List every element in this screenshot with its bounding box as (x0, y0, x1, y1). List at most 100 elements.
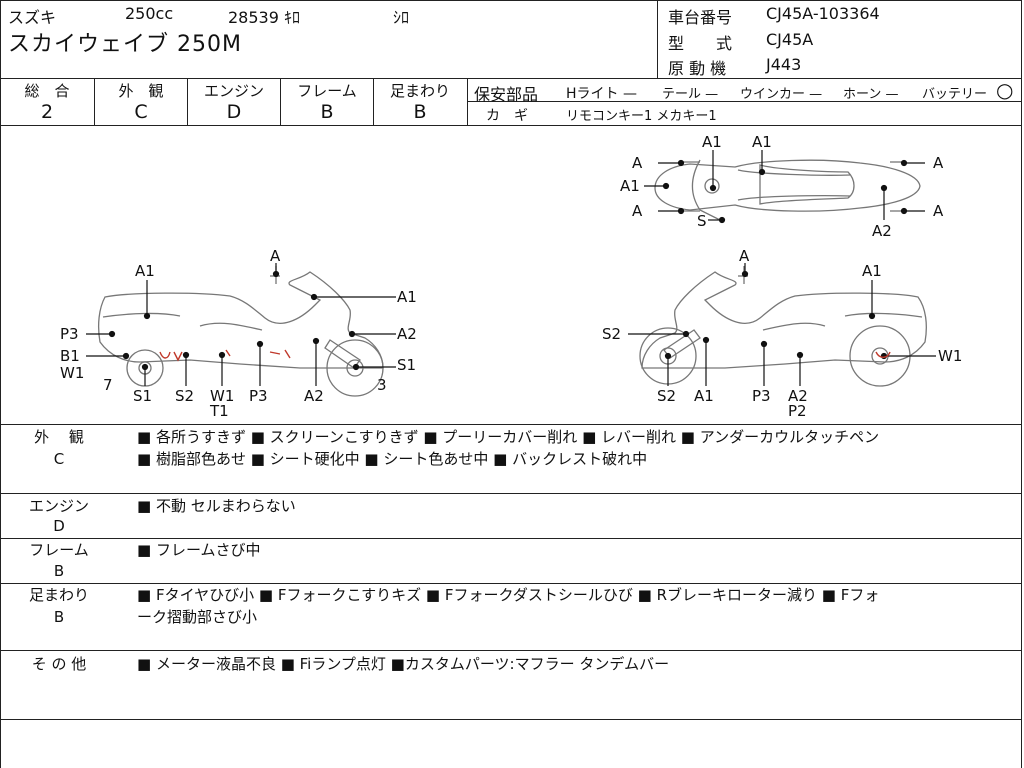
diagram-label: A (739, 247, 750, 265)
suspension-section-grade: B (53, 608, 65, 626)
winker-status: ウインカー — (740, 87, 823, 102)
diagram-label: S2 (657, 387, 676, 405)
diagram-label: A2 (304, 387, 324, 405)
section-line-5 (0, 719, 1022, 720)
headlight-status: Hライト — (566, 86, 637, 102)
diagram-label: S (697, 212, 707, 230)
exterior-remarks-line2: ■ 樹脂部色あせ ■ シート硬化中 ■ シート色あせ中 ■ バックレスト破れ中 (137, 450, 648, 468)
diagram-label: S2 (175, 387, 194, 405)
diagram-label: A1 (752, 133, 772, 151)
diagram-label: 3 (377, 376, 387, 394)
diagram-label: A (270, 247, 281, 265)
model-name: スカイウェイブ 250M (8, 32, 242, 57)
engine-section-label: エンジン (28, 497, 89, 515)
engine-section-grade: D (53, 517, 65, 535)
chassis-label: 車台番号 (668, 8, 733, 27)
overall-label: 総 合 (24, 82, 70, 100)
section-line-3 (0, 583, 1022, 584)
color: ｼﾛ (393, 8, 410, 27)
maker: スズキ (8, 8, 57, 27)
horn-status: ホーン — (843, 87, 899, 102)
parts-label: 保安部品 (474, 85, 539, 104)
diagram-label: B1 (60, 347, 80, 365)
diagram-label: P3 (752, 387, 771, 405)
diagram-label: 7 (103, 376, 113, 394)
frame-remarks-line1: ■ フレームさび中 (137, 541, 261, 559)
overall-grade: 2 (40, 101, 54, 123)
section-line-2 (0, 538, 1022, 539)
frame-section-label: フレーム (29, 541, 89, 559)
grade-divider-3 (280, 78, 281, 125)
grade-divider-5 (467, 78, 468, 125)
diagram-label: S2 (602, 325, 621, 343)
frame-section-grade: B (53, 562, 65, 580)
other-remarks-line1: ■ メーター液晶不良 ■ Fiランプ点灯 ■カスタムパーツ:マフラー タンデムバ… (137, 655, 670, 673)
suspension-remarks-line2: ーク摺動部さび小 (137, 608, 258, 626)
battery-ok-mark: ○ (996, 78, 1014, 102)
suspension-label: 足まわり (389, 82, 450, 100)
right-view-scooter (639, 266, 927, 387)
diagram-bottom-line (0, 424, 1022, 425)
top-view-scooter (654, 159, 921, 221)
key-label: カ ギ (486, 108, 528, 124)
grade-divider-2 (187, 78, 188, 125)
exterior-grade: C (134, 101, 148, 123)
header-bottom-line (0, 78, 1022, 79)
diagram-label: S1 (133, 387, 152, 405)
diagram-label: T1 (209, 402, 229, 420)
diagram-label: A1 (620, 177, 640, 195)
diagram-label: A2 (872, 222, 892, 240)
handwritten-marks (159, 349, 891, 362)
chassis-value: CJ45A-103364 (766, 4, 880, 23)
diagram-label: P2 (788, 402, 807, 420)
left-view-scooter (98, 266, 384, 397)
frame-label: フレーム (297, 82, 357, 100)
border-right (1021, 0, 1022, 768)
exterior-section-grade: C (53, 450, 65, 468)
diagram-label: W1 (60, 364, 84, 382)
key-value: リモコンキー1 メカキー1 (566, 109, 717, 124)
header-divider (657, 0, 658, 78)
suspension-grade: B (413, 101, 427, 123)
frame-grade: B (320, 101, 334, 123)
engine-grade: D (226, 101, 242, 123)
grade-divider-1 (94, 78, 95, 125)
diagram-label: A1 (862, 262, 882, 280)
diagram-label: P3 (60, 325, 79, 343)
engine-label: 原 動 機 (668, 59, 727, 78)
other-section-label: そ の 他 (31, 655, 87, 673)
grade-divider-4 (373, 78, 374, 125)
tail-status: テール — (662, 87, 719, 102)
border-left (0, 0, 1, 768)
diagram-label: P3 (249, 387, 268, 405)
diagram-label: A1 (397, 288, 417, 306)
diagram-label: A1 (702, 133, 722, 151)
suspension-section-label: 足まわり (28, 586, 89, 604)
grades-bottom-line (0, 125, 1022, 126)
diagram-label: A (632, 202, 643, 220)
mileage: 28539 ｷﾛ (228, 8, 300, 27)
border-top (0, 0, 1022, 1)
engine-value: J443 (766, 55, 802, 74)
displacement: 250cc (125, 4, 174, 23)
diagram-label: A (632, 154, 643, 172)
diagram-label: S1 (397, 356, 416, 374)
section-line-4 (0, 650, 1022, 651)
diagram-label: W1 (210, 387, 234, 405)
suspension-remarks-line1: ■ Fタイヤひび小 ■ Fフォークこすりキズ ■ Fフォークダストシールひび ■… (137, 586, 880, 604)
diagram-label: A2 (397, 325, 417, 343)
type-label: 型 式 (668, 34, 733, 53)
diagram-label: A (933, 202, 944, 220)
diagram-label: A1 (694, 387, 714, 405)
battery-status: バッテリー (922, 87, 988, 102)
type-value: CJ45A (766, 30, 814, 49)
diagram-label: A2 (788, 387, 808, 405)
diagram-label: A1 (135, 262, 155, 280)
engine-remarks-line1: ■ 不動 セルまわらない (137, 497, 296, 515)
parts-mid-line (467, 101, 1022, 102)
engine-grade-label: エンジン (203, 82, 264, 100)
section-line-1 (0, 493, 1022, 494)
exterior-section-label: 外 観 (34, 428, 84, 446)
diagram-label: W1 (938, 347, 962, 365)
damage-diagram: A A1 A1 A A1 A S A A2 A A1 A1 P3 A2 B1 W… (60, 133, 962, 420)
